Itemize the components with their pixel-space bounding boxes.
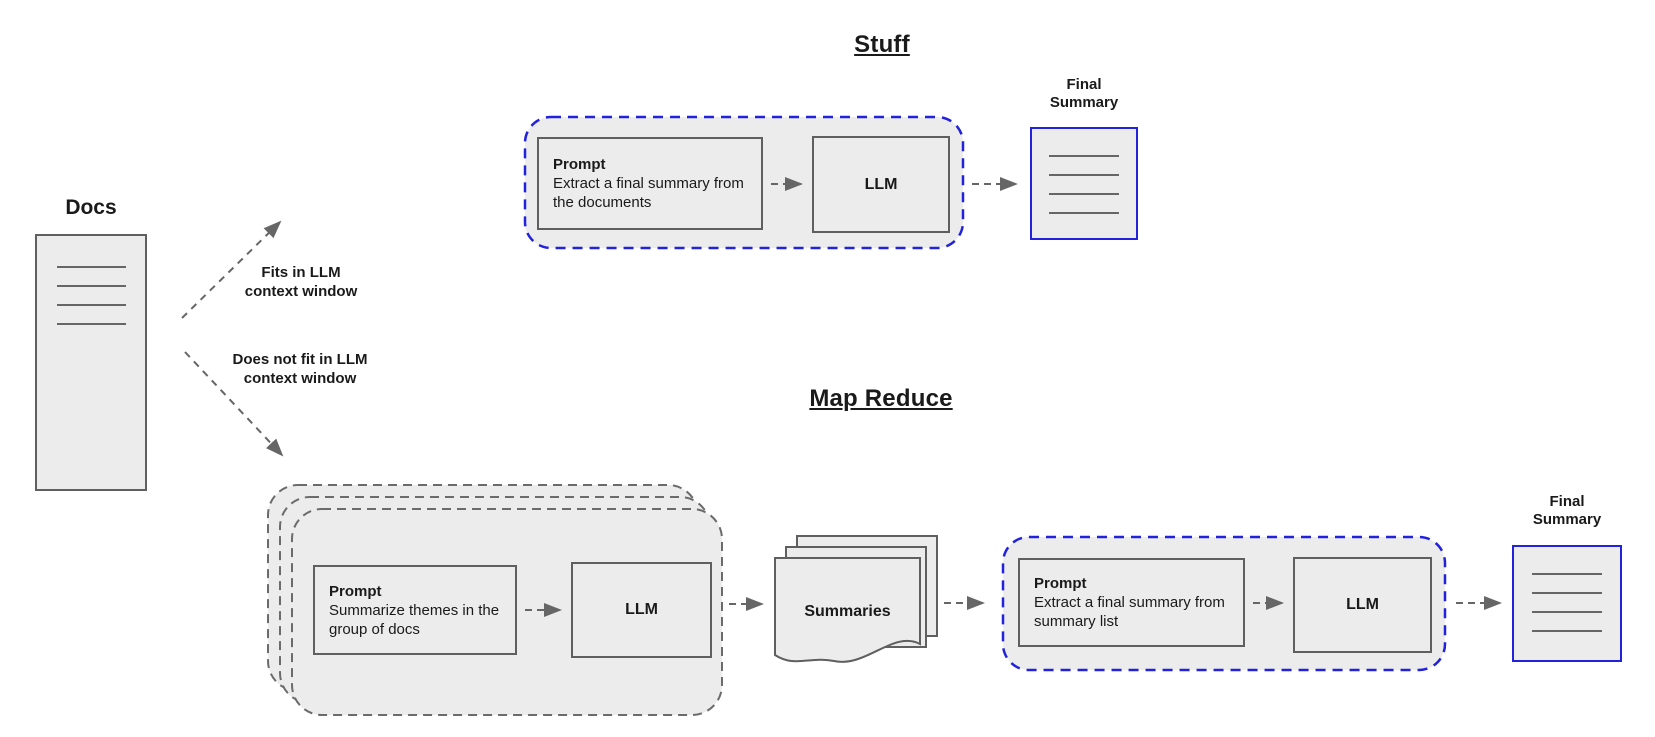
stuff-prompt-title: Prompt (553, 156, 606, 173)
doc-text-line (1532, 573, 1602, 575)
reduce-final-summary-label: Final Summary (1507, 493, 1627, 529)
branch-fits-label-line2: context window (244, 283, 358, 300)
reduce-llm-box: LLM (1293, 557, 1432, 653)
doc-text-line (56, 266, 126, 268)
doc-text-line (56, 323, 126, 325)
map-llm-box: LLM (571, 562, 712, 658)
doc-text-line (1049, 193, 1119, 195)
map-llm-label: LLM (625, 601, 658, 618)
branch-not-fit-label-line1: Does not fit in LLM (232, 351, 368, 368)
reduce-prompt-title: Prompt (1034, 575, 1087, 592)
branch-fits-arrow (181, 220, 282, 319)
doc-text-line (1049, 212, 1119, 214)
stuff-section-title: Stuff (854, 31, 910, 58)
docs-doc-icon (35, 234, 147, 491)
doc-text-line (1532, 592, 1602, 594)
summaries-pages-icon (774, 535, 938, 663)
map-prompt-body: Summarize themes in the group of docs (329, 601, 500, 638)
stuff-final-summary-label-line2: Summary (1049, 94, 1119, 111)
stuff-prompt-box: Prompt Extract a final summary from the … (537, 137, 763, 230)
doc-text-line (1049, 155, 1119, 157)
reduce-final-summary-label-line1: Final (1549, 493, 1585, 510)
summaries-label: Summaries (804, 603, 891, 620)
branch-not-fit-label-line2: context window (243, 370, 357, 387)
branch-fits-label: Fits in LLM context window (211, 263, 391, 301)
doc-text-line (1049, 174, 1119, 176)
branch-not-fit-arrow (184, 351, 284, 457)
stuff-final-summary-doc-icon (1030, 127, 1138, 240)
map-reduce-section-title: Map Reduce (809, 385, 953, 412)
branch-fits-label-line1: Fits in LLM (261, 264, 341, 281)
reduce-final-summary-doc-icon (1512, 545, 1622, 662)
map-prompt-box: Prompt Summarize themes in the group of … (313, 565, 517, 655)
stuff-llm-label: LLM (864, 175, 898, 193)
map-prompt-title: Prompt (329, 582, 382, 600)
doc-text-line (56, 304, 126, 306)
stuff-prompt-body: Extract a final summary from the documen… (553, 175, 744, 211)
stuff-llm-box: LLM (812, 136, 950, 233)
reduce-prompt-body: Extract a final summary from summary lis… (1034, 594, 1225, 630)
stuff-final-summary-label: Final Summary (1024, 76, 1144, 112)
doc-text-line (56, 285, 126, 287)
docs-label: Docs (65, 196, 117, 219)
stuff-final-summary-label-line1: Final (1066, 76, 1102, 93)
reduce-llm-label: LLM (1346, 596, 1379, 613)
summaries-page-front (774, 557, 921, 663)
reduce-prompt-box: Prompt Extract a final summary from summ… (1018, 558, 1245, 647)
doc-text-line (1532, 611, 1602, 613)
reduce-final-summary-label-line2: Summary (1532, 511, 1602, 528)
doc-text-line (1532, 630, 1602, 632)
branch-not-fit-label: Does not fit in LLM context window (190, 350, 410, 388)
